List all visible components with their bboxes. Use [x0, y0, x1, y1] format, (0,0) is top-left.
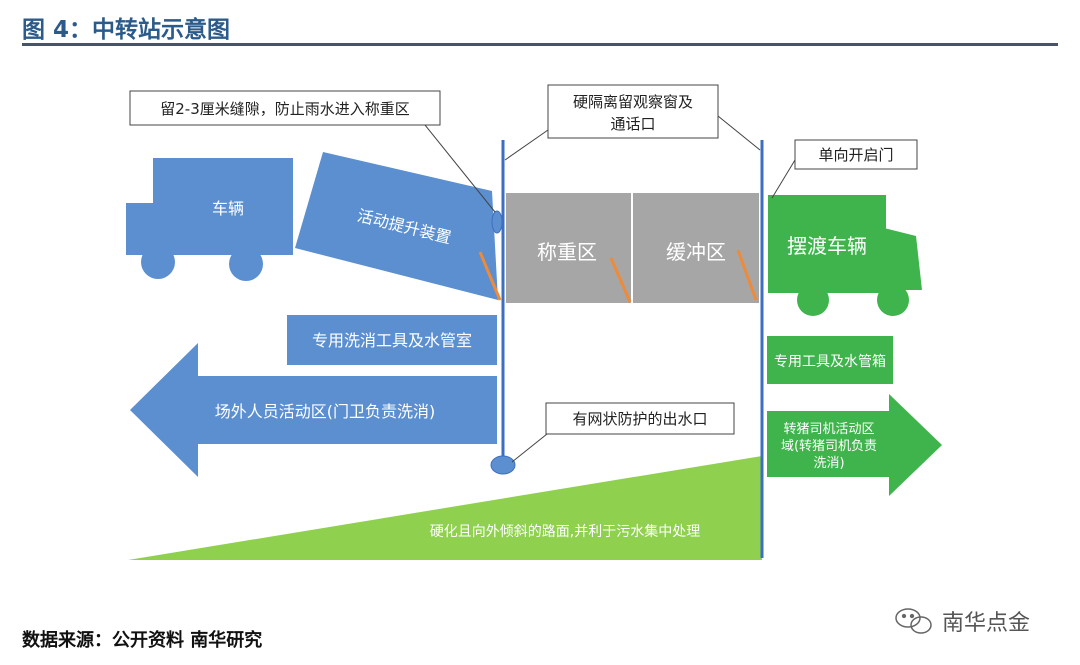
wechat-logo — [895, 608, 932, 634]
callout-window-text-2: 通话口 — [610, 115, 655, 133]
callout-gap-line — [424, 124, 496, 213]
vehicle: 车辆 — [126, 158, 293, 281]
weighing-zone — [506, 193, 631, 303]
callout-window-line-right — [717, 115, 761, 151]
callout-door-line — [771, 159, 796, 199]
callout-door: 单向开启门 — [794, 139, 918, 170]
outside-area-arrow — [130, 343, 497, 477]
callout-window-line-left — [504, 129, 549, 161]
tool-room — [287, 315, 497, 365]
buffer-zone — [633, 193, 759, 303]
callout-gap-text: 留2-3厘米缝隙，防止雨水进入称重区 — [160, 100, 410, 118]
door-2 — [609, 257, 632, 303]
callout-window: 硬隔离留观察窗及 通话口 — [547, 84, 719, 139]
tool-box — [767, 336, 893, 384]
door-3 — [736, 249, 758, 301]
data-source: 数据来源：公开资料 南华研究 — [22, 630, 263, 651]
weighing-zone-label: 称重区 — [537, 240, 597, 264]
ferry-vehicle-label: 摆渡车辆 — [787, 234, 867, 258]
sloped-road-label: 硬化且向外倾斜的路面,并利于污水集中处理 — [430, 523, 700, 540]
tool-box-label: 专用工具及水管箱 — [774, 354, 886, 370]
gap-marker — [491, 210, 503, 234]
water-outlet — [490, 455, 516, 475]
lift-device — [295, 152, 498, 300]
callout-outlet-line — [511, 429, 553, 463]
driver-area-label-2: 域(转猪司机负责 — [781, 439, 877, 454]
tool-room-label: 专用洗消工具及水管室 — [312, 331, 472, 350]
callout-gap: 留2-3厘米缝隙，防止雨水进入称重区 — [129, 90, 441, 126]
door-1 — [478, 251, 502, 301]
title-divider — [22, 43, 1058, 46]
vehicle-label: 车辆 — [212, 199, 244, 218]
driver-area-label-3: 洗消) — [813, 456, 844, 471]
driver-area-label-1: 转猪司机活动区 — [783, 422, 874, 437]
buffer-zone-label: 缓冲区 — [666, 240, 726, 264]
ferry-vehicle: 摆渡车辆 — [768, 195, 922, 316]
wechat-icon — [895, 608, 932, 634]
callout-door-text: 单向开启门 — [818, 146, 893, 164]
outside-area-label: 场外人员活动区(门卫负责洗消) — [215, 402, 436, 421]
page-title: 图 4：中转站示意图 — [22, 17, 231, 43]
callout-outlet-text: 有网状防护的出水口 — [572, 410, 707, 428]
driver-area-arrow — [767, 394, 942, 496]
brand-name: 南华点金 — [942, 611, 1031, 636]
callout-window-text-1: 硬隔离留观察窗及 — [573, 93, 693, 111]
sloped-road — [128, 456, 762, 560]
callout-outlet: 有网状防护的出水口 — [545, 402, 735, 435]
